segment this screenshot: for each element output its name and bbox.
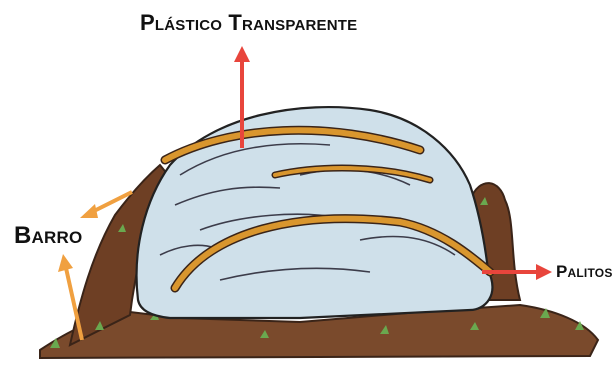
arrow-clay-2 xyxy=(58,254,82,340)
clay-label: Barro xyxy=(14,222,82,250)
plastic-label: Plástico Transparente xyxy=(140,10,357,36)
plastic-dome xyxy=(137,107,493,318)
sticks-label: Palitos xyxy=(556,262,613,282)
